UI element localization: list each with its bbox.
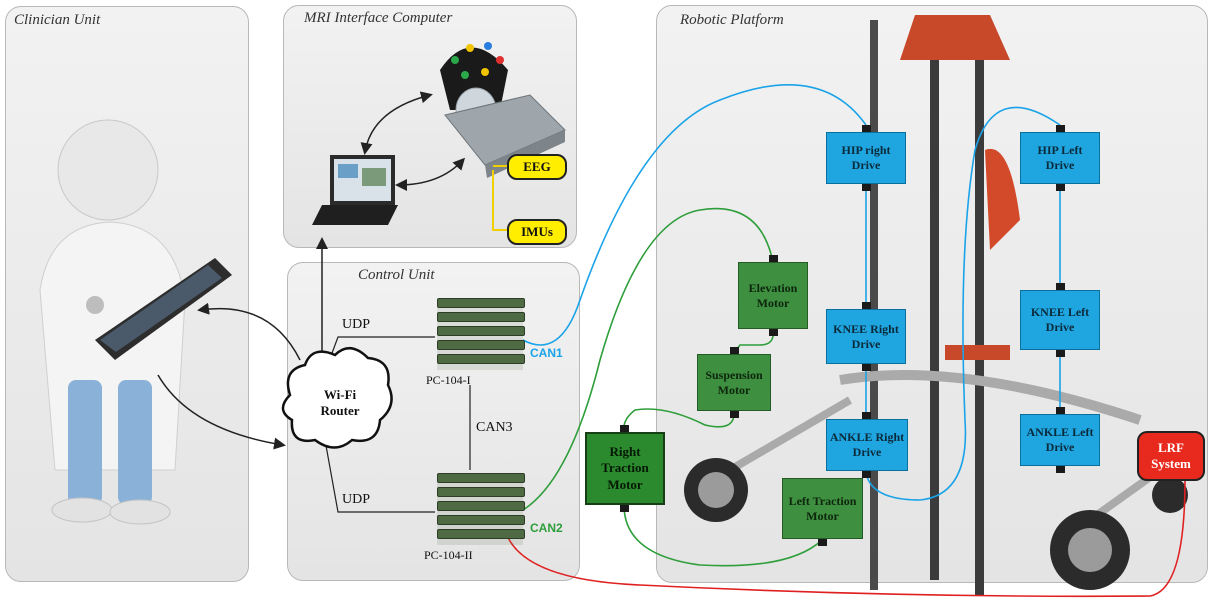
elevation-motor: Elevation Motor <box>738 262 808 329</box>
udp-top-label: UDP <box>342 317 371 332</box>
hip-right-drive: HIP right Drive <box>826 132 906 184</box>
control-unit-title: Control Unit <box>358 267 435 283</box>
pc104-ii-label: PC-104-II <box>424 548 473 562</box>
connector-stub <box>862 184 871 191</box>
laptop-illustration <box>312 155 398 225</box>
imus-box: IMUs <box>507 219 567 245</box>
can3-label: CAN3 <box>476 420 513 435</box>
connector-stub <box>1056 184 1065 191</box>
pc104-ii-board-stack <box>437 471 525 547</box>
robotic-platform-title: Robotic Platform <box>680 12 784 28</box>
right-traction-motor: Right Traction Motor <box>585 432 665 505</box>
mri-interface-title: MRI Interface Computer <box>304 10 453 26</box>
pc104-i-label: PC-104-I <box>426 373 471 387</box>
connector-stub <box>862 364 871 371</box>
connector-stub <box>862 412 871 419</box>
connector-stub <box>769 329 778 336</box>
ankle-left-drive: ANKLE Left Drive <box>1020 414 1100 466</box>
knee-right-drive: KNEE Right Drive <box>826 309 906 364</box>
connector-stub <box>1056 125 1065 132</box>
left-traction-motor: Left Traction Motor <box>782 478 863 539</box>
connector-stub <box>862 302 871 309</box>
clinician-unit-title: Clinician Unit <box>14 12 101 28</box>
eeg-box: EEG <box>507 154 567 180</box>
connector-stub <box>730 347 739 354</box>
connector-stub <box>1056 350 1065 357</box>
connector-stub <box>769 255 778 262</box>
udp-bottom-label: UDP <box>342 492 371 507</box>
wifi-router-cloud <box>281 347 393 449</box>
knee-left-drive: KNEE Left Drive <box>1020 290 1100 350</box>
connector-stub <box>862 471 871 478</box>
connector-stub <box>862 125 871 132</box>
clinician-figure-illustration <box>39 119 232 525</box>
lrf-system: LRF System <box>1137 431 1205 481</box>
can2-label: CAN2 <box>530 521 563 535</box>
connector-stub <box>730 411 739 418</box>
connector-stub <box>1056 407 1065 414</box>
suspension-motor: Suspension Motor <box>697 354 771 411</box>
pc104-i-board-stack <box>437 296 525 372</box>
connector-stub <box>620 505 629 512</box>
exoskeleton-illustration <box>684 15 1188 595</box>
connector-stub <box>818 539 827 546</box>
connector-stub <box>620 425 629 432</box>
ankle-right-drive: ANKLE Right Drive <box>826 419 908 471</box>
wifi-router-label: Wi-Fi Router <box>320 386 360 418</box>
connector-stub <box>1056 283 1065 290</box>
connector-stub <box>1056 466 1065 473</box>
can1-label: CAN1 <box>530 346 563 360</box>
hip-left-drive: HIP Left Drive <box>1020 132 1100 184</box>
